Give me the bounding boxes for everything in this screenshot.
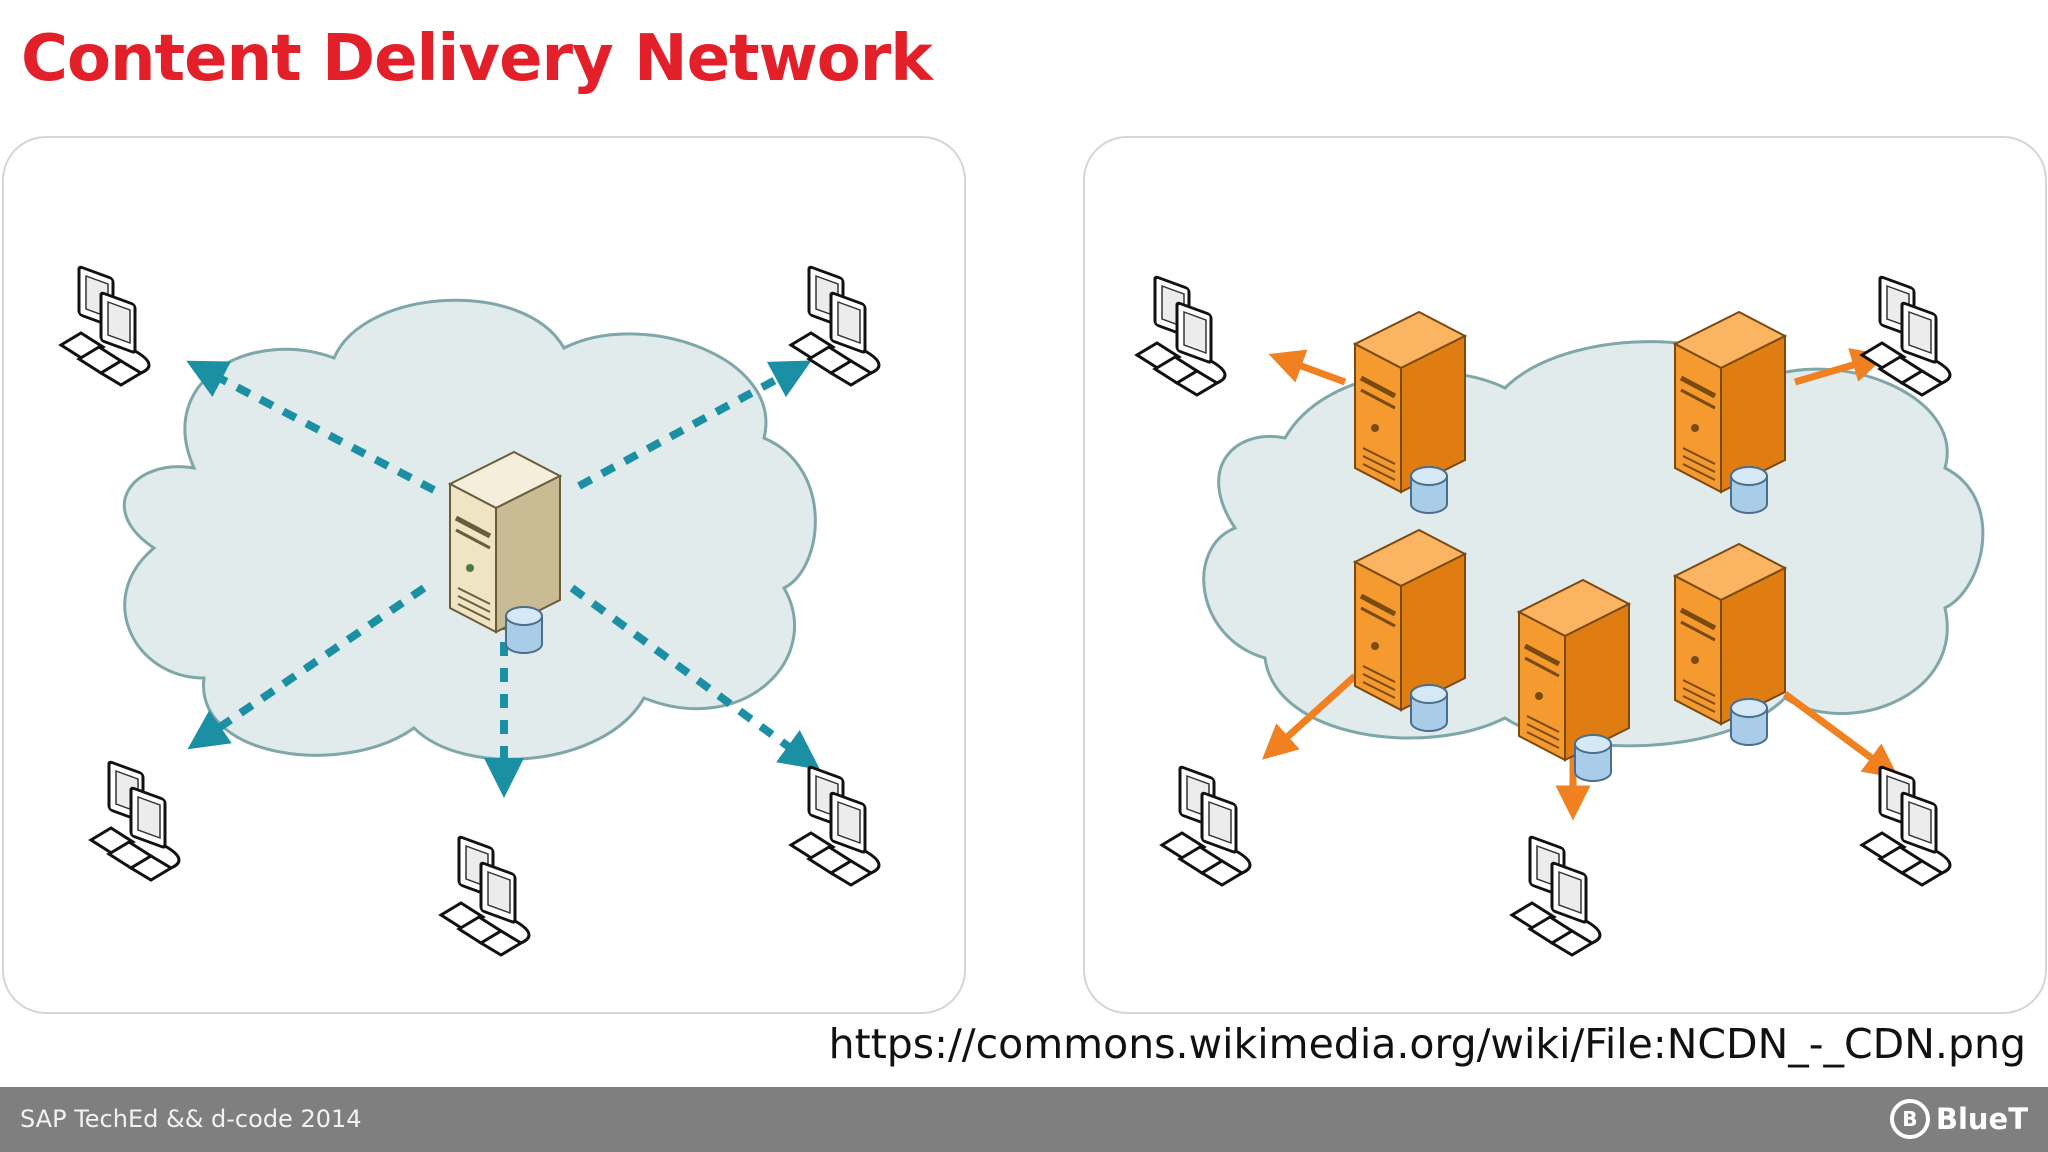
logo-text: BlueT bbox=[1935, 1102, 2028, 1136]
cdn-network-diagram bbox=[1083, 136, 2047, 1014]
workstation-icon bbox=[1860, 764, 1952, 887]
centralized-network-diagram bbox=[2, 136, 966, 1014]
workstation-icon bbox=[59, 264, 151, 387]
logo-mark-icon: B bbox=[1889, 1099, 1930, 1139]
workstation-icon bbox=[1160, 764, 1252, 887]
workstation-icon bbox=[439, 834, 531, 957]
brand-logo: B BlueT bbox=[1889, 1099, 2028, 1139]
workstation-icon bbox=[789, 764, 881, 887]
workstation-icon bbox=[789, 264, 881, 387]
arrow-icon bbox=[186, 360, 821, 798]
server-icon bbox=[1519, 580, 1629, 781]
source-url: https://commons.wikimedia.org/wiki/File:… bbox=[828, 1020, 2026, 1068]
footer-bar: SAP TechEd && d-code 2014 B BlueT bbox=[0, 1087, 2048, 1152]
workstation-icon bbox=[1510, 834, 1602, 957]
workstation-icon bbox=[1135, 274, 1227, 397]
workstation-icon bbox=[89, 759, 181, 882]
slide-title: Content Delivery Network bbox=[21, 22, 933, 96]
arrow-icon bbox=[1261, 348, 1900, 821]
footer-text: SAP TechEd && d-code 2014 bbox=[20, 1105, 362, 1133]
